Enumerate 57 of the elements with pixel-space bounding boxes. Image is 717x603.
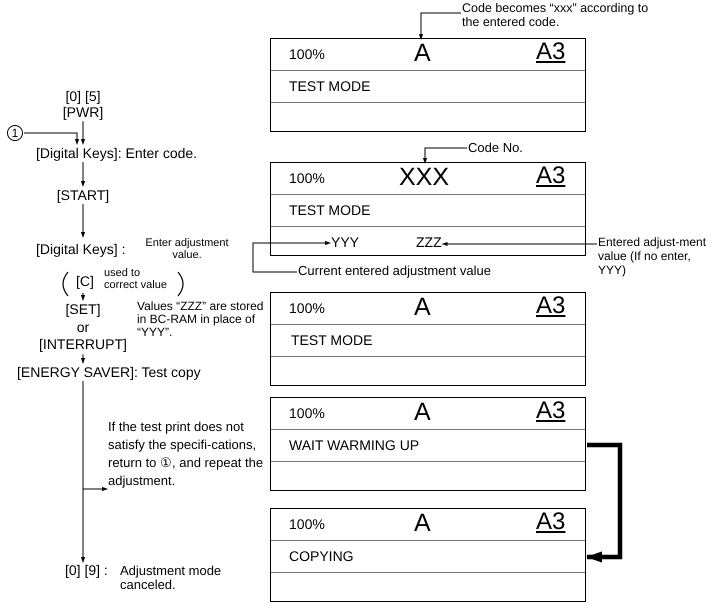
step-label: [START] bbox=[43, 187, 123, 204]
display-text: TEST MODE bbox=[289, 203, 370, 218]
leader-line bbox=[422, 148, 468, 164]
arrow bbox=[82, 380, 108, 492]
display-text: 100% bbox=[289, 47, 325, 62]
display-text: A3 bbox=[536, 509, 566, 536]
arrow bbox=[80, 120, 86, 145]
display-panel bbox=[270, 162, 586, 256]
callout-text: Current entered adjustment value bbox=[298, 264, 491, 279]
key-label: [Digital Keys] : bbox=[36, 242, 126, 257]
step-label: [0] [5] [PWR] bbox=[53, 88, 113, 120]
step-label: [Digital Keys]: Enter code. bbox=[36, 145, 198, 162]
display-text: A3 bbox=[536, 293, 566, 320]
display-text: 100% bbox=[289, 171, 325, 186]
callout-text: Code becomes “xxx” according to the entered code. bbox=[462, 1, 667, 30]
callout-text: If the test print does not satisfy the specifi-cations, return to ①, and repeat the adjustment. bbox=[108, 418, 266, 490]
display-text: A bbox=[414, 294, 431, 322]
arrow bbox=[24, 132, 80, 145]
display-text: 100% bbox=[289, 517, 325, 532]
arrow bbox=[80, 204, 86, 238]
callout-text: Entered adjust-ment value (If no enter, YYY) bbox=[598, 236, 714, 278]
display-text: XXX bbox=[399, 164, 450, 192]
display-text: A3 bbox=[536, 398, 566, 424]
key-label: [0] [9] : bbox=[65, 563, 108, 578]
display-text: A3 bbox=[536, 39, 566, 66]
step-note: used to correct value bbox=[104, 268, 168, 292]
circled-number: 1 bbox=[7, 125, 23, 141]
display-text: A bbox=[414, 510, 431, 538]
display-text: YYY bbox=[331, 235, 360, 250]
display-panel bbox=[270, 397, 586, 491]
display-text: WAIT WARMING UP bbox=[289, 438, 420, 454]
arrow bbox=[80, 292, 86, 301]
display-panel bbox=[270, 292, 586, 386]
step-note: Adjustment mode canceled. bbox=[120, 564, 222, 592]
step-label: [SET] or [INTERRUPT] bbox=[33, 301, 133, 354]
display-panel bbox=[270, 508, 586, 602]
display-text: COPYING bbox=[289, 549, 354, 564]
display-panel bbox=[270, 38, 586, 132]
leader-line bbox=[252, 240, 331, 272]
display-text: A bbox=[414, 399, 431, 426]
display-text: ZZZ bbox=[416, 235, 442, 250]
display-text: A3 bbox=[536, 163, 566, 190]
arrow bbox=[586, 442, 622, 563]
display-text: 100% bbox=[289, 301, 325, 316]
arrow bbox=[80, 162, 86, 187]
step-label: [ENERGY SAVER]: Test copy bbox=[17, 364, 201, 380]
display-text: TEST MODE bbox=[291, 333, 372, 348]
callout-text: Code No. bbox=[468, 141, 523, 156]
step-note: Enter adjustment value. bbox=[144, 238, 230, 262]
key-label: [C] bbox=[76, 274, 94, 289]
display-text: A bbox=[414, 40, 431, 68]
leader-line bbox=[442, 242, 598, 246]
arrow bbox=[80, 354, 86, 364]
display-text: 100% bbox=[289, 406, 325, 422]
note-text: Values “ZZZ” are stored in BC-RAM in place of “YYY”. bbox=[137, 300, 264, 340]
display-text: TEST MODE bbox=[289, 79, 370, 94]
leader-line bbox=[418, 12, 462, 40]
